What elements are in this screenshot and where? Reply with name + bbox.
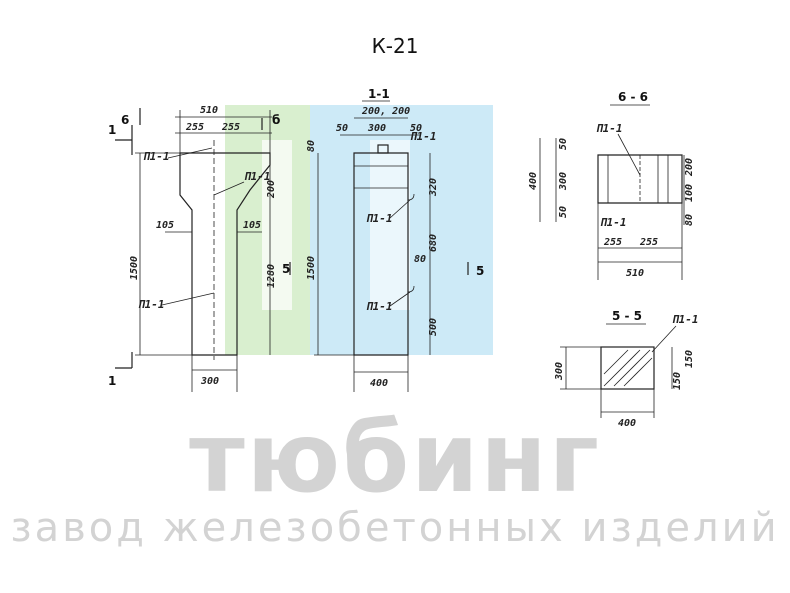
front-part-label-2: П1-1 <box>244 170 271 183</box>
front-dim-top-left: 255 <box>185 122 204 133</box>
s55-dim-left: 300 <box>554 362 565 381</box>
s66-dim-left-top: 50 <box>558 138 569 150</box>
front-dim-lower: 1280 <box>266 264 277 288</box>
front-section-mark-left: 1 <box>108 123 116 137</box>
s66-part-label-2: П1-1 <box>600 216 627 229</box>
s66-dim-left-total: 400 <box>528 172 539 190</box>
s11-dim-right: 50 <box>410 123 422 134</box>
front-outline <box>179 152 271 356</box>
s55-leader <box>651 325 677 353</box>
front-view: 510 255 255 6 б 1 1 1500 105 105 200 128… <box>108 105 291 392</box>
s11-hook-1 <box>407 193 415 201</box>
s55-header: 5 - 5 <box>612 309 642 323</box>
s55-hatch-3 <box>623 357 653 387</box>
s66-header: 6 - 6 <box>618 90 648 104</box>
s11-leader-3 <box>389 291 411 307</box>
s66-dim-left-bot: 50 <box>558 206 569 218</box>
front-leader-3 <box>161 292 215 306</box>
s55-outline <box>600 346 655 390</box>
front-leader-1 <box>167 147 213 159</box>
section-1-1: 1-1 200, 200 50 300 50 80 1500 320 680 8… <box>306 87 484 392</box>
s11-part-label-1: П1-1 <box>410 130 437 143</box>
s66-dim-bottom-right: 255 <box>639 237 658 248</box>
s11-leader-2 <box>389 199 411 219</box>
section-5-5: 5 - 5 П1-1 300 150 150 400 <box>554 309 699 429</box>
front-dim-haunch: 200 <box>266 180 277 199</box>
front-dim-height: 1500 <box>129 256 140 280</box>
s11-dim-small: 80 <box>414 254 426 265</box>
s11-part-label-2: П1-1 <box>366 212 393 225</box>
front-section-mark-5: 5 <box>282 262 290 276</box>
s11-dim-top-left: 80 <box>306 140 317 152</box>
front-dim-bottom: 300 <box>200 376 219 387</box>
logo-mark <box>225 105 493 355</box>
front-dim-105-right: 105 <box>243 220 261 231</box>
s11-dim-left: 50 <box>336 123 348 134</box>
front-section-mark-top: 6 <box>121 113 129 127</box>
s11-dim-bottom: 400 <box>370 378 388 389</box>
s11-dim-mid-seg: 680 <box>428 234 439 252</box>
section-6-6: 6 - 6 400 50 300 50 200 100 80 255 255 5… <box>528 90 695 280</box>
s11-part-label-3: П1-1 <box>366 300 393 313</box>
s11-loop <box>377 144 389 154</box>
front-section-mark-top-right: б <box>272 113 280 127</box>
front-dim-top-right: 255 <box>221 122 240 133</box>
s11-header: 1-1 <box>368 87 390 101</box>
front-leader-2 <box>213 181 245 196</box>
s66-dim-right-2: 100 <box>684 184 695 202</box>
logo-cut-2 <box>370 140 410 310</box>
s66-flange-right <box>657 154 669 204</box>
front-part-label-3: П1-1 <box>138 298 165 311</box>
s66-dim-bottom-total: 510 <box>626 268 644 279</box>
s11-hook-2 <box>407 285 415 293</box>
s66-dim-right-3: 80 <box>684 214 695 226</box>
s66-dim-left-mid: 300 <box>558 172 569 191</box>
s11-section-mark-5: 5 <box>476 264 484 278</box>
s55-dim-right-2: 150 <box>672 372 683 390</box>
s11-dim-upper: 320 <box>428 178 439 197</box>
s66-dim-right-1: 200 <box>684 158 695 177</box>
s55-hatch-2 <box>613 349 651 387</box>
s66-dim-bottom-left: 255 <box>603 237 622 248</box>
s66-flange-left <box>597 154 609 204</box>
front-dim-105-left: 105 <box>156 220 174 231</box>
s55-dim-right-1: 150 <box>684 350 695 368</box>
s11-dim-height: 1500 <box>306 256 317 280</box>
watermark-brand: тюбинг <box>189 402 601 514</box>
front-dim-top-total: 510 <box>200 105 218 116</box>
s55-hatch-1 <box>603 349 641 387</box>
s11-dim-lower: 500 <box>428 318 439 336</box>
s66-part-label-1: П1-1 <box>596 122 623 135</box>
front-part-label-1: П1-1 <box>143 150 170 163</box>
s55-hatch-4 <box>603 349 629 375</box>
drawing-title: К-21 <box>371 34 419 58</box>
watermark-tagline: завод железобетонных изделий <box>10 505 780 551</box>
s11-dim-mid: 300 <box>367 123 386 134</box>
s55-part-label: П1-1 <box>672 313 699 326</box>
front-section-mark-left-bottom: 1 <box>108 374 116 388</box>
s55-hatching <box>603 349 653 387</box>
s66-leader-1 <box>617 133 641 176</box>
s55-dim-bottom: 400 <box>618 418 636 429</box>
s11-dim-top: 200, 200 <box>361 106 410 117</box>
